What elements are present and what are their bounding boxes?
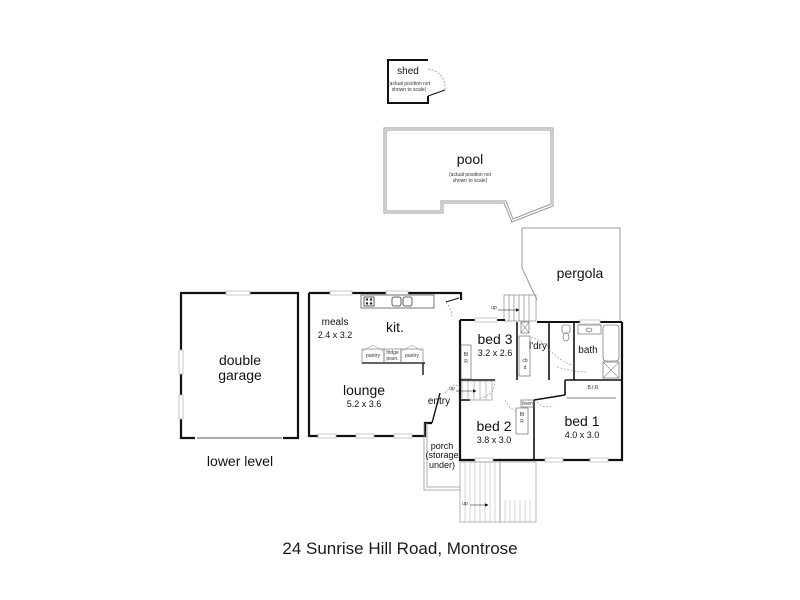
linen-label: linen bbox=[522, 401, 533, 407]
bed3-name: bed 3 bbox=[477, 331, 513, 347]
house-walls bbox=[307, 290, 624, 463]
level-label: lower level bbox=[206, 453, 274, 469]
bed3-bir-label: BIR bbox=[463, 352, 469, 365]
garage-label: double garage bbox=[200, 353, 280, 382]
garage-label-line1: double bbox=[218, 352, 262, 368]
bed3-dims: 3.2 x 2.6 bbox=[477, 347, 513, 358]
stairs-top-up-label: up bbox=[491, 305, 497, 311]
stairs-entry-up-label: up bbox=[449, 386, 455, 392]
meals-name: meals bbox=[321, 317, 349, 328]
shed-note: (actual position not shown to scale) bbox=[388, 81, 430, 94]
bath-label: bath bbox=[578, 345, 598, 356]
garage-walls bbox=[178, 290, 300, 440]
entry-label: entry bbox=[427, 396, 451, 407]
stairs-entry bbox=[456, 380, 493, 401]
bed3-label: bed 3 3.2 x 2.6 bbox=[473, 332, 517, 358]
porch-line2: (storage bbox=[425, 450, 459, 461]
pantry-left-label: pantry bbox=[366, 353, 380, 359]
porch-line3: under) bbox=[428, 459, 455, 470]
bed2-name: bed 2 bbox=[476, 418, 512, 434]
fridge-label: fridge posn. bbox=[384, 350, 401, 362]
bed1-bir-label: B.I.R bbox=[587, 385, 599, 391]
pool-label: pool bbox=[456, 151, 484, 167]
meals-label: meals 2.4 x 3.2 bbox=[315, 317, 355, 340]
pool-note-line1: (actual position not bbox=[449, 172, 491, 178]
bed2-label: bed 2 3.8 x 3.0 bbox=[472, 419, 516, 445]
lounge-label: lounge 5.2 x 3.6 bbox=[334, 383, 394, 409]
bed2-bir-label: BIR bbox=[519, 412, 525, 425]
stairs-top bbox=[498, 294, 537, 322]
property-address: 24 Sunrise Hill Road, Montrose bbox=[282, 539, 518, 558]
fridge-line2: posn. bbox=[386, 356, 399, 362]
pool-outline bbox=[383, 127, 554, 223]
pool-note-line2: shown to scale) bbox=[452, 177, 488, 184]
kitchen-label: kit. bbox=[386, 319, 404, 335]
laundry-label: l'dry bbox=[528, 341, 548, 352]
bed1-dims: 4.0 x 3.0 bbox=[564, 429, 600, 440]
bed1-label: bed 1 4.0 x 3.0 bbox=[557, 414, 607, 440]
porch-stairs bbox=[423, 392, 537, 523]
garage-label-line2: garage bbox=[218, 366, 262, 383]
lounge-name: lounge bbox=[342, 382, 386, 398]
pantry-right-label: pantry bbox=[405, 353, 419, 359]
meals-dims: 2.4 x 3.2 bbox=[317, 329, 353, 340]
fridge-line1: fridge bbox=[386, 350, 399, 356]
pool-note: (actual position not shown to scale) bbox=[430, 172, 510, 185]
porch-label: porch (storage under) bbox=[424, 441, 460, 470]
shed-note-line1: (actual position not bbox=[388, 81, 430, 87]
interior-walls bbox=[444, 321, 622, 460]
stairs-porch-up-label: up bbox=[462, 501, 468, 507]
shed-note-line2: shown to scale) bbox=[391, 86, 427, 93]
pergola-label: pergola bbox=[556, 265, 604, 281]
pergola-outline bbox=[521, 227, 621, 322]
bed1-name: bed 1 bbox=[564, 413, 600, 429]
kitchen-bench bbox=[360, 294, 460, 375]
porch-line1: porch bbox=[430, 441, 454, 451]
lounge-dims: 5.2 x 3.6 bbox=[346, 398, 382, 409]
shed-label: shed bbox=[397, 66, 419, 77]
bed2-dims: 3.8 x 3.0 bbox=[476, 434, 512, 445]
shed-outline bbox=[387, 59, 446, 104]
cupboard-label: cbd bbox=[522, 358, 528, 371]
